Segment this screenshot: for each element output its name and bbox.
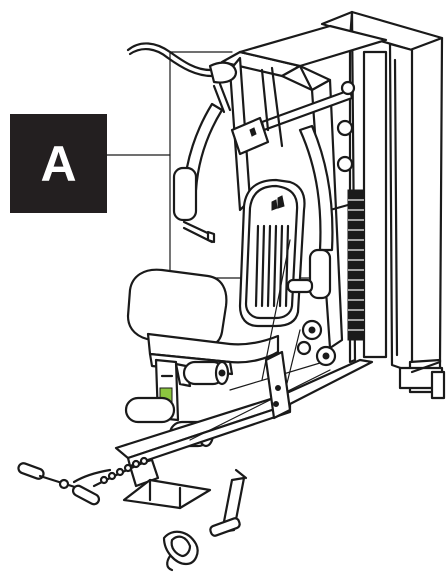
base-rail	[114, 358, 374, 510]
weight-plates	[347, 189, 365, 341]
pec-deck-arm-right	[298, 124, 334, 300]
weight-stack-tower	[320, 10, 446, 400]
callout-box: A	[10, 114, 107, 213]
low-pulley-chain	[72, 456, 152, 488]
pec-deck-arm	[126, 42, 238, 244]
upper-foam-roller	[182, 360, 230, 386]
press-handle	[286, 278, 314, 294]
callout-label: A	[40, 135, 77, 192]
pulley-assembly	[264, 319, 337, 420]
ankle-strap	[162, 530, 199, 572]
straight-bar-handle	[17, 462, 101, 506]
stirrup-handle	[209, 468, 248, 537]
backrest	[238, 178, 306, 328]
